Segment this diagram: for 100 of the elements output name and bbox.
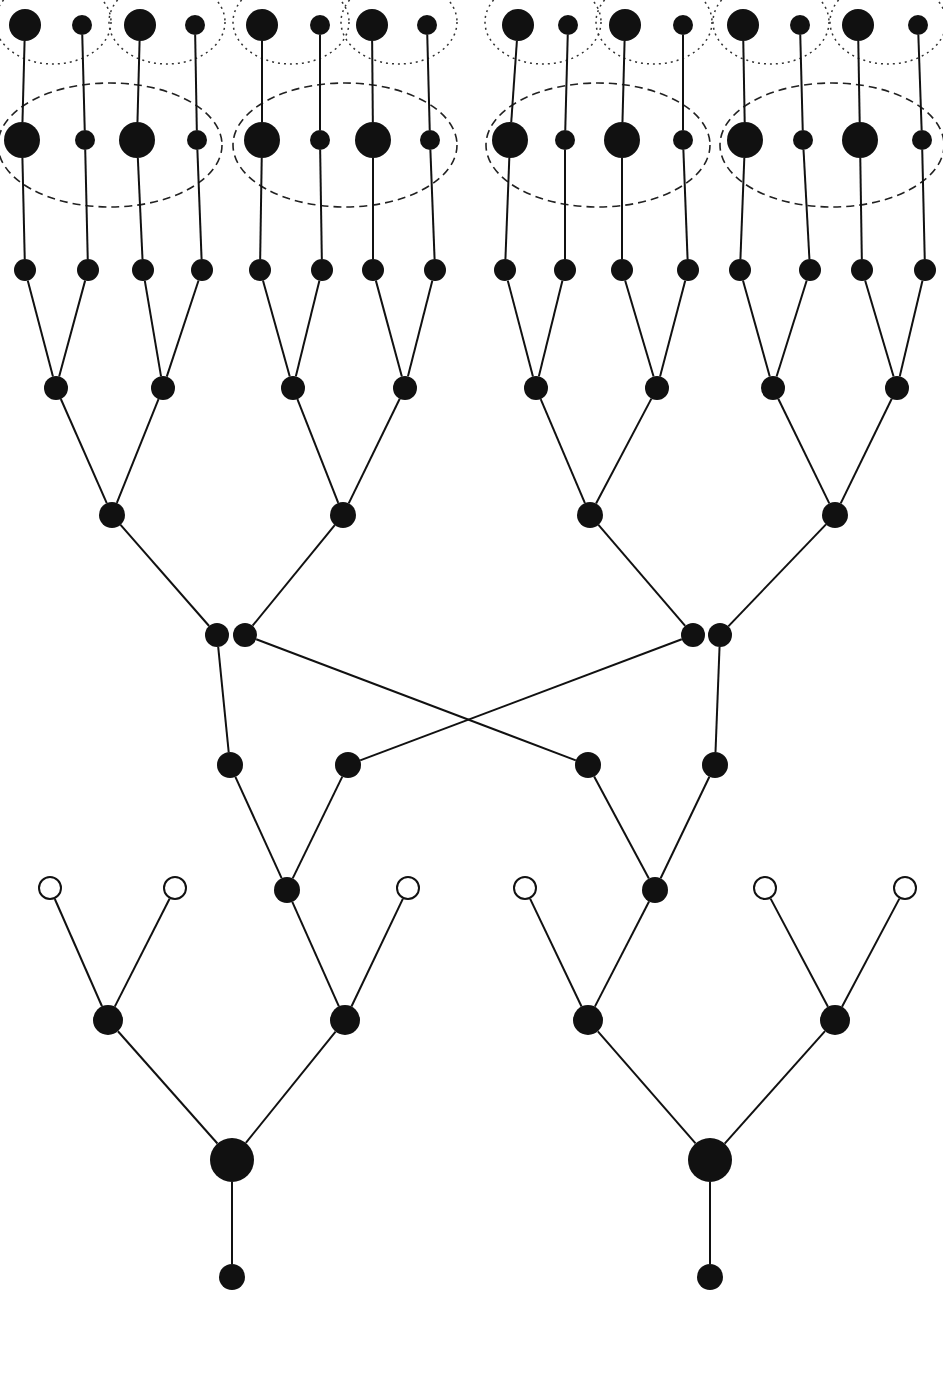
cell-dot bbox=[885, 376, 909, 400]
lineage-line bbox=[165, 279, 200, 378]
lineage-line bbox=[372, 157, 374, 260]
cell-dot bbox=[822, 502, 848, 528]
open-cell-circle bbox=[163, 876, 187, 900]
cell-dot bbox=[609, 9, 641, 41]
cell-dot bbox=[820, 1005, 850, 1035]
lineage-line bbox=[136, 157, 144, 260]
cell-dot bbox=[4, 122, 40, 158]
lineage-line bbox=[741, 279, 771, 378]
cell-dot bbox=[205, 623, 229, 647]
lineage-line bbox=[261, 279, 291, 378]
lineage-line bbox=[59, 398, 108, 505]
lineage-line bbox=[621, 157, 623, 260]
lineage-line bbox=[115, 398, 160, 504]
cell-dot bbox=[246, 9, 278, 41]
cell-dot bbox=[575, 752, 601, 778]
lineage-line bbox=[359, 638, 683, 762]
lineage-line bbox=[116, 1030, 219, 1145]
lineage-line bbox=[727, 523, 827, 628]
lineage-line bbox=[564, 34, 569, 131]
cell-dot bbox=[217, 752, 243, 778]
cell-dot bbox=[14, 259, 36, 281]
cell-dot bbox=[356, 9, 388, 41]
lineage-line bbox=[261, 40, 263, 123]
cell-dot bbox=[44, 376, 68, 400]
lineage-line bbox=[898, 279, 924, 378]
cell-dot bbox=[799, 259, 821, 281]
cell-dot bbox=[502, 9, 534, 41]
lineage-line bbox=[529, 897, 583, 1008]
lineage-line bbox=[143, 279, 162, 378]
lineage-line bbox=[723, 1030, 826, 1145]
lineage-line bbox=[593, 775, 650, 880]
lineage-line bbox=[775, 279, 808, 378]
lineage-line bbox=[291, 775, 344, 880]
lineage-line bbox=[839, 397, 893, 505]
cell-dot bbox=[420, 130, 440, 150]
lineage-line bbox=[621, 40, 626, 123]
cell-dot bbox=[727, 122, 763, 158]
open-cell-circle bbox=[753, 876, 777, 900]
cell-dot bbox=[708, 623, 732, 647]
cell-dot bbox=[604, 122, 640, 158]
lineage-line bbox=[504, 157, 511, 260]
lineage-line bbox=[347, 397, 401, 505]
cell-dot bbox=[424, 259, 446, 281]
cell-dot bbox=[310, 130, 330, 150]
cell-dot bbox=[119, 122, 155, 158]
cell-dot bbox=[697, 1264, 723, 1290]
cell-dot bbox=[249, 259, 271, 281]
lineage-line bbox=[917, 34, 923, 131]
cell-dot bbox=[573, 1005, 603, 1035]
cell-dot bbox=[187, 130, 207, 150]
cell-dot bbox=[554, 259, 576, 281]
cell-dot bbox=[842, 122, 878, 158]
lineage-line bbox=[859, 157, 863, 260]
cell-dot bbox=[124, 9, 156, 41]
cell-dot bbox=[681, 623, 705, 647]
lineage-line bbox=[857, 40, 861, 123]
lineage-line bbox=[777, 397, 831, 505]
cell-dot bbox=[642, 877, 668, 903]
lineage-line bbox=[709, 1181, 711, 1265]
cell-dot bbox=[558, 15, 578, 35]
lineage-line bbox=[506, 279, 534, 378]
cell-dot bbox=[677, 259, 699, 281]
cell-dot bbox=[210, 1138, 254, 1182]
lineage-line bbox=[864, 279, 895, 378]
lineage-line bbox=[769, 897, 829, 1008]
lineage-line bbox=[113, 897, 171, 1008]
cell-dot bbox=[790, 15, 810, 35]
lineage-line bbox=[58, 279, 87, 378]
lineage-line bbox=[802, 149, 811, 260]
cell-dot bbox=[645, 376, 669, 400]
lineage-line bbox=[81, 34, 86, 131]
cell-dot bbox=[417, 15, 437, 35]
open-cell-circle bbox=[396, 876, 420, 900]
lineage-line bbox=[510, 39, 518, 124]
lineage-line bbox=[319, 34, 321, 131]
cell-dot bbox=[132, 259, 154, 281]
lineage-line bbox=[921, 149, 926, 260]
lineage-line bbox=[659, 775, 711, 880]
cell-dot bbox=[851, 259, 873, 281]
cell-dot bbox=[9, 9, 41, 41]
cell-dot bbox=[355, 122, 391, 158]
lineage-line bbox=[259, 157, 263, 260]
cell-dot bbox=[908, 15, 928, 35]
open-cell-circle bbox=[513, 876, 537, 900]
cell-dot bbox=[727, 9, 759, 41]
lineage-line bbox=[371, 40, 374, 123]
cell-dot bbox=[219, 1264, 245, 1290]
cell-dot bbox=[233, 623, 257, 647]
lineage-line bbox=[217, 645, 230, 754]
lineage-line bbox=[255, 638, 577, 762]
open-cell-circle bbox=[893, 876, 917, 900]
lineage-line bbox=[595, 397, 653, 505]
cell-dot bbox=[72, 15, 92, 35]
lineage-line bbox=[136, 40, 141, 123]
lineage-line bbox=[244, 1030, 337, 1144]
cell-dot bbox=[362, 259, 384, 281]
cell-dot bbox=[99, 502, 125, 528]
cell-dot bbox=[494, 259, 516, 281]
